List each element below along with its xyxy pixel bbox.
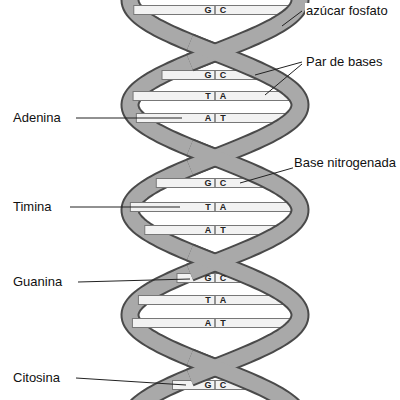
base-letter: A (205, 225, 212, 235)
part-label: Guanina (12, 274, 63, 289)
base-letter: A (220, 202, 227, 212)
hydrogen-bond (215, 274, 216, 282)
base-letter: T (205, 91, 211, 101)
base-letter: G (204, 178, 211, 188)
leader-line (282, 11, 302, 26)
base-letter: C (220, 273, 227, 283)
strand-fill (130, 53, 215, 158)
leader-line (255, 62, 302, 75)
base-letter: G (204, 273, 211, 283)
strand-outline (130, 53, 215, 158)
hydrogen-bond (215, 71, 216, 79)
hydrogen-bond (215, 114, 216, 122)
base-letter: C (220, 380, 227, 390)
part-label: Par de bases (305, 54, 384, 69)
leader-line (265, 64, 302, 95)
base-letter: G (204, 5, 211, 15)
base-letter: T (220, 318, 226, 328)
leader-line (76, 378, 186, 385)
base-letter: A (205, 318, 212, 328)
base-pairs (130, 6, 299, 390)
hydrogen-bond (215, 203, 216, 211)
base-pair-bar (138, 296, 291, 305)
base-pair-bar (132, 319, 297, 328)
leader-line (240, 167, 296, 183)
part-label: azúcar fosfato (305, 3, 389, 18)
base-letter: T (220, 225, 226, 235)
base-letter: C (220, 70, 227, 80)
hydrogen-bond (215, 92, 216, 100)
sugar-phosphate-strand (190, 0, 300, 400)
hydrogen-bond (215, 226, 216, 234)
base-letter: T (205, 202, 211, 212)
base-pair-bar (134, 6, 296, 15)
leader-line (70, 207, 180, 208)
base-letter: A (220, 91, 227, 101)
strand-fill (190, 358, 300, 400)
base-letter: T (220, 113, 226, 123)
base-pair-bar (133, 92, 297, 101)
part-label: Timina (12, 199, 53, 214)
base-letter: G (204, 70, 211, 80)
base-letter: A (205, 113, 212, 123)
leader-lines (70, 11, 302, 385)
leader-line (78, 279, 190, 282)
hydrogen-bond (215, 319, 216, 327)
base-letter: C (220, 178, 227, 188)
base-letter: T (205, 295, 211, 305)
hydrogen-bond (215, 296, 216, 304)
base-letter: C (220, 5, 227, 15)
hydrogen-bond (215, 381, 216, 389)
part-label: Base nitrogenada (293, 155, 397, 170)
part-label: Adenina (12, 110, 62, 125)
leader-line (76, 118, 182, 119)
hydrogen-bond (215, 6, 216, 14)
part-label: Citosina (12, 370, 61, 385)
base-letter: A (220, 295, 227, 305)
hydrogen-bond (215, 179, 216, 187)
double-helix (130, 0, 300, 400)
base-letter: G (204, 380, 211, 390)
